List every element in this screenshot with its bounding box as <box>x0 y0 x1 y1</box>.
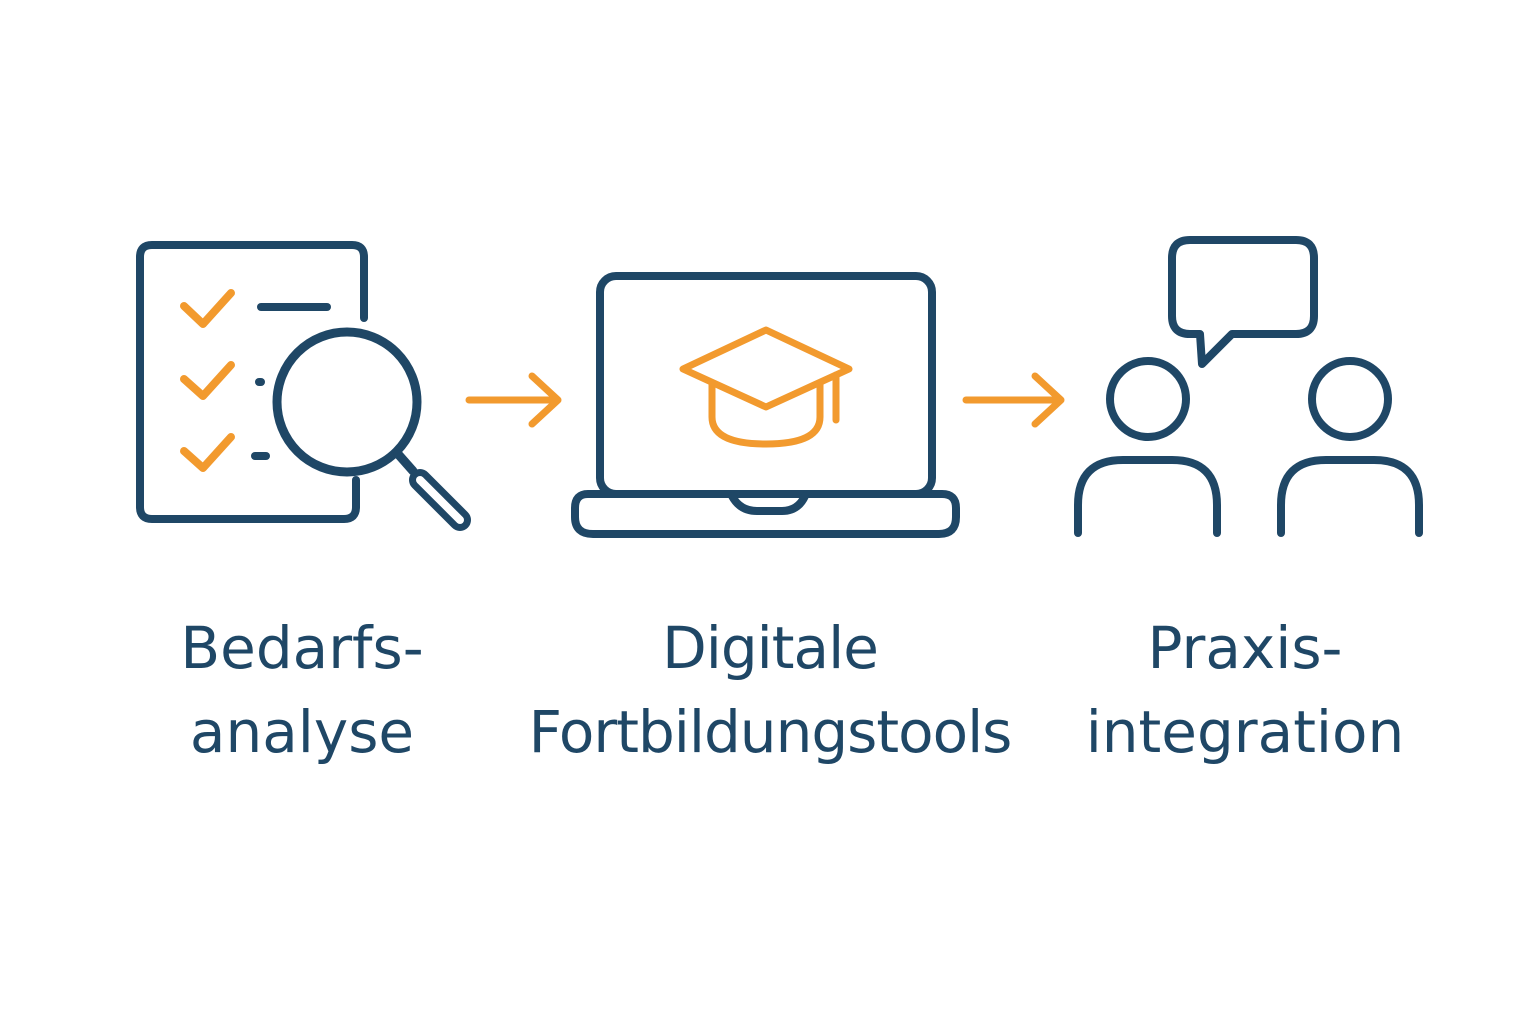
step-label-line: integration <box>1085 698 1405 766</box>
step-label-bedarfsanalyse: Bedarfs- analyse <box>100 606 504 774</box>
person-icon <box>1074 357 1221 537</box>
step-label-line: Bedarfs- <box>180 614 424 682</box>
step-label-line: Fortbildungstools <box>528 698 1013 766</box>
list-line <box>251 303 331 460</box>
person-icon <box>1277 357 1423 537</box>
step-label-praxisintegration: Praxis- integration <box>1040 606 1450 774</box>
step-label-digitale-fortbildungstools: Digitale Fortbildungstools <box>500 606 1040 774</box>
laptop-icon <box>571 272 960 538</box>
checklist-magnifier-icon <box>136 241 471 531</box>
step-label-line: Praxis- <box>1147 614 1343 682</box>
arrow-right-icon <box>962 372 1065 428</box>
step-label-line: analyse <box>189 698 415 766</box>
speech-bubble-icon <box>1168 236 1318 368</box>
magnifier-icon <box>272 327 471 531</box>
clipboard-outline <box>136 241 368 523</box>
laptop-graduation-cap-icon <box>571 272 960 538</box>
step-label-line: Digitale <box>662 614 879 682</box>
arrow-right-icon <box>465 372 562 428</box>
checkmark-icon <box>180 289 235 472</box>
graduation-cap-icon <box>679 326 853 448</box>
people-speech-bubble-icon <box>1074 236 1423 537</box>
